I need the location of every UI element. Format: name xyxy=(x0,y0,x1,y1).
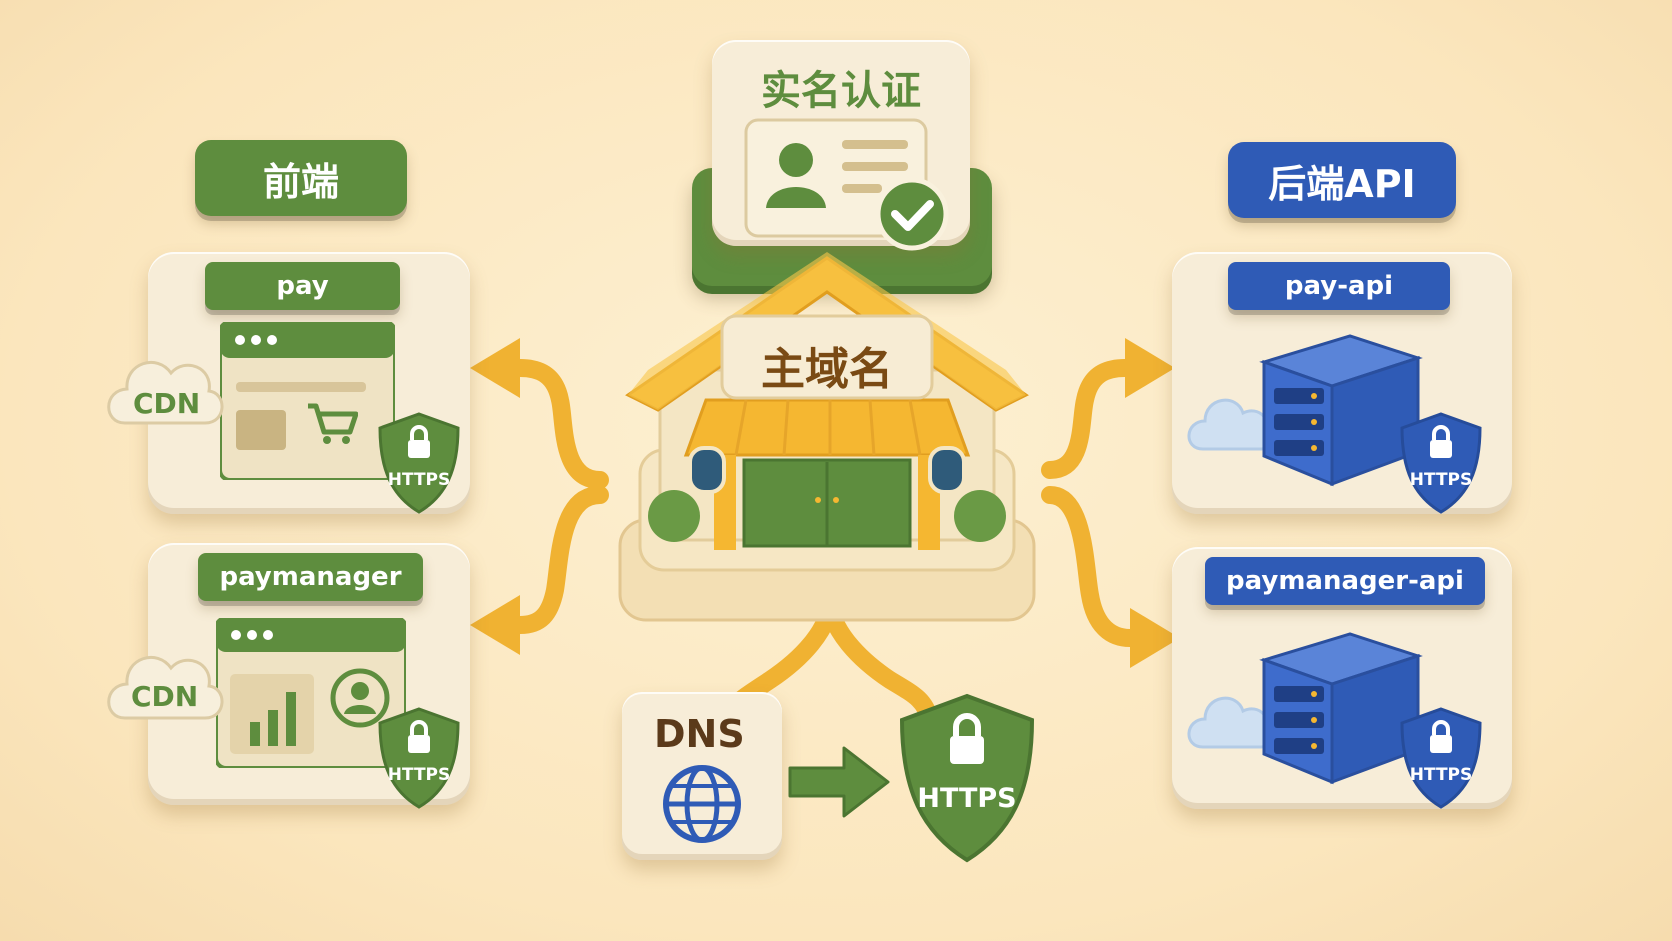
browser-window-icon xyxy=(220,322,395,480)
https-shield-large-icon xyxy=(899,693,1035,863)
pay-label: pay xyxy=(205,262,400,310)
https-shield-icon xyxy=(378,707,460,809)
verification-title: 实名认证 xyxy=(761,68,921,114)
arrow-to-paymanager-api xyxy=(1041,486,1139,647)
main-domain-label: 主域名 xyxy=(761,344,893,395)
backend-title: 后端API xyxy=(1228,142,1456,218)
arrow-to-pay-api xyxy=(1041,359,1134,479)
dns-label: DNS xyxy=(654,712,745,756)
dashboard-window-icon xyxy=(216,618,406,768)
arrow-to-https xyxy=(821,591,939,729)
dns-to-https-arrow xyxy=(788,746,890,818)
pay-cdn-label: CDN xyxy=(133,387,201,420)
paymanager-cdn-label: CDN xyxy=(131,680,199,713)
arrowhead-pay xyxy=(470,338,520,398)
paymanager-https-label: HTTPS xyxy=(387,765,451,785)
pay-api-label: pay-api xyxy=(1228,262,1450,310)
arrowhead-paymanager-api xyxy=(1130,608,1180,668)
server-icon xyxy=(1259,632,1423,785)
paymanager-api-label: paymanager-api xyxy=(1205,557,1485,605)
https-shield-icon xyxy=(1400,707,1482,809)
frontend-title: 前端 xyxy=(195,140,407,216)
https-shield-icon xyxy=(378,412,460,514)
arrow-to-pay xyxy=(511,359,609,489)
id-card-verified-icon xyxy=(744,118,949,251)
user-avatar-icon xyxy=(330,668,390,728)
cdn-cloud-icon xyxy=(107,656,224,720)
paymanager-label: paymanager xyxy=(198,553,423,601)
server-icon xyxy=(1259,334,1423,487)
pay-api-https-label: HTTPS xyxy=(1409,470,1473,490)
cart-icon xyxy=(308,403,358,444)
pay-https-label: HTTPS xyxy=(387,470,451,490)
globe-icon xyxy=(663,765,741,843)
main-domain-house xyxy=(618,252,1036,622)
arrow-to-paymanager xyxy=(511,486,609,634)
dns-https-label: HTTPS xyxy=(917,783,1017,814)
arrowhead-pay-api xyxy=(1125,338,1175,398)
https-shield-icon xyxy=(1400,412,1482,514)
arrowhead-paymanager xyxy=(470,595,520,655)
cdn-cloud-icon xyxy=(107,361,224,425)
dns-card xyxy=(622,692,782,860)
paymanager-api-https-label: HTTPS xyxy=(1409,765,1473,785)
